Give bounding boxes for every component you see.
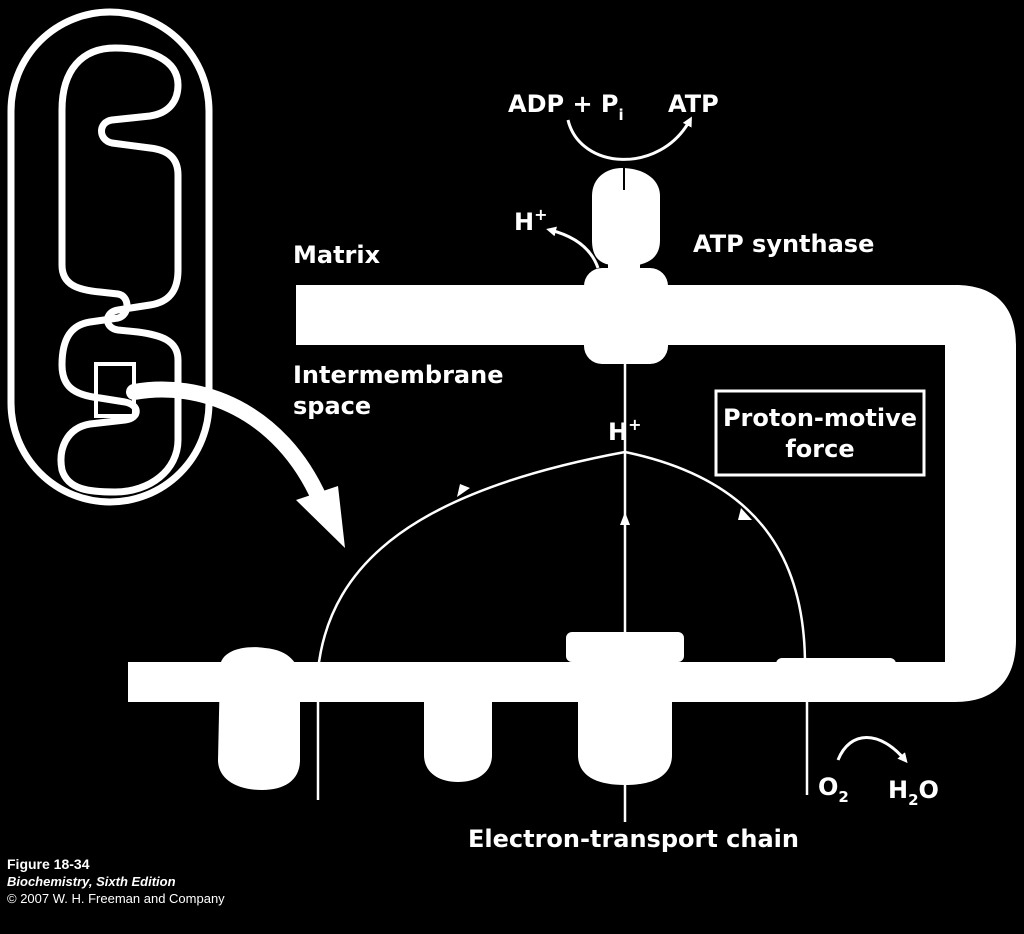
complex-2 xyxy=(424,700,492,782)
proton-motive-box xyxy=(714,389,926,477)
etc-complexes xyxy=(218,632,896,822)
h-plus-top-label: H+ xyxy=(514,205,548,236)
o2-h2o-arrow xyxy=(836,736,908,764)
h-plus-mid-label: H+ xyxy=(608,415,642,446)
inner-membrane-band xyxy=(128,285,1016,702)
proton-motive-label-line1: Proton-motive xyxy=(723,404,917,432)
atp-synthase xyxy=(584,168,668,364)
inner-membrane-cristae xyxy=(57,44,182,496)
complex-1 xyxy=(218,647,300,790)
figure-number: Figure 18-34 xyxy=(7,856,90,872)
atp-synthase-label: ATP synthase xyxy=(693,230,874,258)
complex-4 xyxy=(776,658,896,672)
matrix-label: Matrix xyxy=(293,241,381,269)
etc-label: Electron-transport chain xyxy=(468,825,799,853)
proton-motive-label-line2: force xyxy=(785,435,854,463)
adp-pi-label: ADP + Pi xyxy=(508,90,624,124)
flow-arrowhead-right xyxy=(738,508,752,520)
complex-3-top xyxy=(566,632,684,662)
book-title: Biochemistry, Sixth Edition xyxy=(7,874,176,889)
zoom-arrow xyxy=(126,381,345,548)
intermembrane-label-line2: space xyxy=(293,392,371,420)
proton-flow xyxy=(316,364,807,671)
flow-arrowhead-center xyxy=(620,512,630,525)
o2-label: O2 xyxy=(818,773,849,806)
complex-3-bottom xyxy=(578,700,672,785)
flow-arrowhead-left xyxy=(457,484,470,497)
h-plus-exit-arrow xyxy=(546,226,600,269)
copyright-line: © 2007 W. H. Freeman and Company xyxy=(7,891,225,906)
h2o-label: H2O xyxy=(888,776,939,809)
outer-membrane xyxy=(7,8,213,506)
atp-label: ATP xyxy=(668,90,719,118)
figure-caption: Figure 18-34 Biochemistry, Sixth Edition… xyxy=(7,856,225,907)
mitochondrion-inset xyxy=(7,8,213,506)
intermembrane-label-line1: Intermembrane xyxy=(293,361,503,389)
adp-atp-arrow xyxy=(566,116,692,161)
